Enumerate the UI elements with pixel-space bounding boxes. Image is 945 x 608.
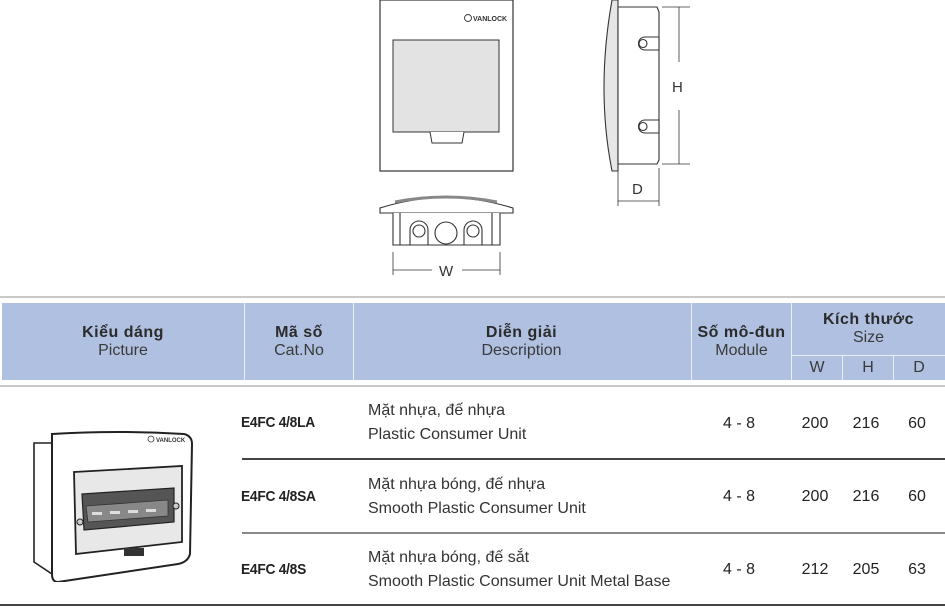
- brand-logo-text: VANLOCK: [473, 16, 507, 23]
- module-value: 4 - 8: [722, 488, 755, 505]
- width-label: W: [439, 263, 454, 280]
- table-row: E4FC 4/8S Mặt nhựa bóng, đế sắt Smooth P…: [0, 535, 945, 608]
- size-h-value: 216: [852, 415, 880, 432]
- cat-no: E4FC 4/8SA: [241, 488, 316, 505]
- module-value: 4 - 8: [722, 561, 755, 578]
- header-top-rule: [0, 296, 945, 298]
- description-vi: Mặt nhựa, đế nhựa: [368, 402, 506, 419]
- side-view: [603, 0, 690, 206]
- description: Mặt nhựa, đế nhựa Plastic Consumer Unit: [368, 399, 526, 447]
- product-picture: VANLOCK: [28, 412, 198, 584]
- size-w-value: 200: [801, 415, 829, 432]
- size-h-value: 205: [852, 561, 880, 578]
- header-cat-no: Mã số Cat.No: [245, 303, 353, 380]
- header-size-d: D: [913, 359, 925, 376]
- header-size: Kích thước Size: [792, 303, 945, 355]
- table-header: Kiểu dáng Picture Mã số Cat.No Diễn giải…: [2, 303, 945, 380]
- header-divider: [791, 303, 792, 380]
- header-cat-no-en: Cat.No: [274, 341, 324, 359]
- header-description-en: Description: [481, 341, 562, 359]
- header-divider: [691, 303, 692, 380]
- header-picture: Kiểu dáng Picture: [2, 303, 244, 380]
- front-view: VANLOCK: [379, 0, 514, 172]
- consumer-unit-illustration: VANLOCK: [33, 431, 194, 584]
- cat-no: E4FC 4/8LA: [241, 414, 315, 431]
- header-size-vi: Kích thước: [822, 311, 915, 328]
- row-divider: [242, 458, 945, 460]
- height-label: H: [672, 79, 683, 96]
- bottom-view: [379, 195, 514, 275]
- product-logo-text: VANLOCK: [156, 438, 186, 444]
- technical-drawings: VANLOCK W: [0, 0, 945, 295]
- depth-label: D: [632, 181, 643, 198]
- module-value: 4 - 8: [722, 415, 755, 432]
- header-divider: [353, 303, 354, 380]
- header-picture-en: Picture: [98, 341, 148, 359]
- table-bottom-rule: [0, 604, 945, 606]
- dimension-diagram: VANLOCK W: [379, 0, 690, 280]
- header-description: Diễn giải Description: [354, 303, 689, 380]
- header-cat-no-vi: Mã số: [275, 323, 323, 341]
- header-divider: [842, 356, 843, 380]
- table-row: E4FC 4/8SA Mặt nhựa bóng, đế nhựa Smooth…: [0, 461, 945, 534]
- header-description-vi: Diễn giải: [485, 323, 558, 341]
- size-h-value: 216: [852, 488, 880, 505]
- header-bottom-rule: [0, 385, 945, 387]
- header-divider: [244, 303, 245, 380]
- header-divider: [893, 356, 894, 380]
- size-w-value: 200: [801, 488, 829, 505]
- description-en: Smooth Plastic Consumer Unit Metal Base: [368, 573, 671, 590]
- header-size-en: Size: [852, 329, 885, 346]
- table-row: E4FC 4/8LA Mặt nhựa, đế nhựa Plastic Con…: [0, 388, 945, 461]
- cat-no: E4FC 4/8S: [241, 561, 307, 578]
- description: Mặt nhựa bóng, đế nhựa Smooth Plastic Co…: [368, 473, 586, 521]
- header-size-divider: [792, 355, 945, 356]
- header-size-h: H: [862, 359, 874, 376]
- size-d-value: 60: [908, 415, 926, 432]
- description-vi: Mặt nhựa bóng, đế nhựa: [368, 476, 546, 493]
- header-module: Số mô-đun Module: [692, 303, 791, 380]
- size-d-value: 60: [908, 488, 926, 505]
- row-divider: [242, 532, 945, 534]
- header-size-w: W: [809, 359, 825, 376]
- size-w-value: 212: [801, 561, 829, 578]
- description: Mặt nhựa bóng, đế sắt Smooth Plastic Con…: [368, 546, 670, 594]
- description-en: Smooth Plastic Consumer Unit: [368, 500, 586, 517]
- description-vi: Mặt nhựa bóng, đế sắt: [368, 549, 530, 566]
- size-d-value: 63: [908, 561, 926, 578]
- header-picture-vi: Kiểu dáng: [82, 323, 164, 341]
- header-module-vi: Số mô-đun: [697, 323, 786, 341]
- header-module-en: Module: [715, 341, 768, 359]
- description-en: Plastic Consumer Unit: [368, 426, 527, 443]
